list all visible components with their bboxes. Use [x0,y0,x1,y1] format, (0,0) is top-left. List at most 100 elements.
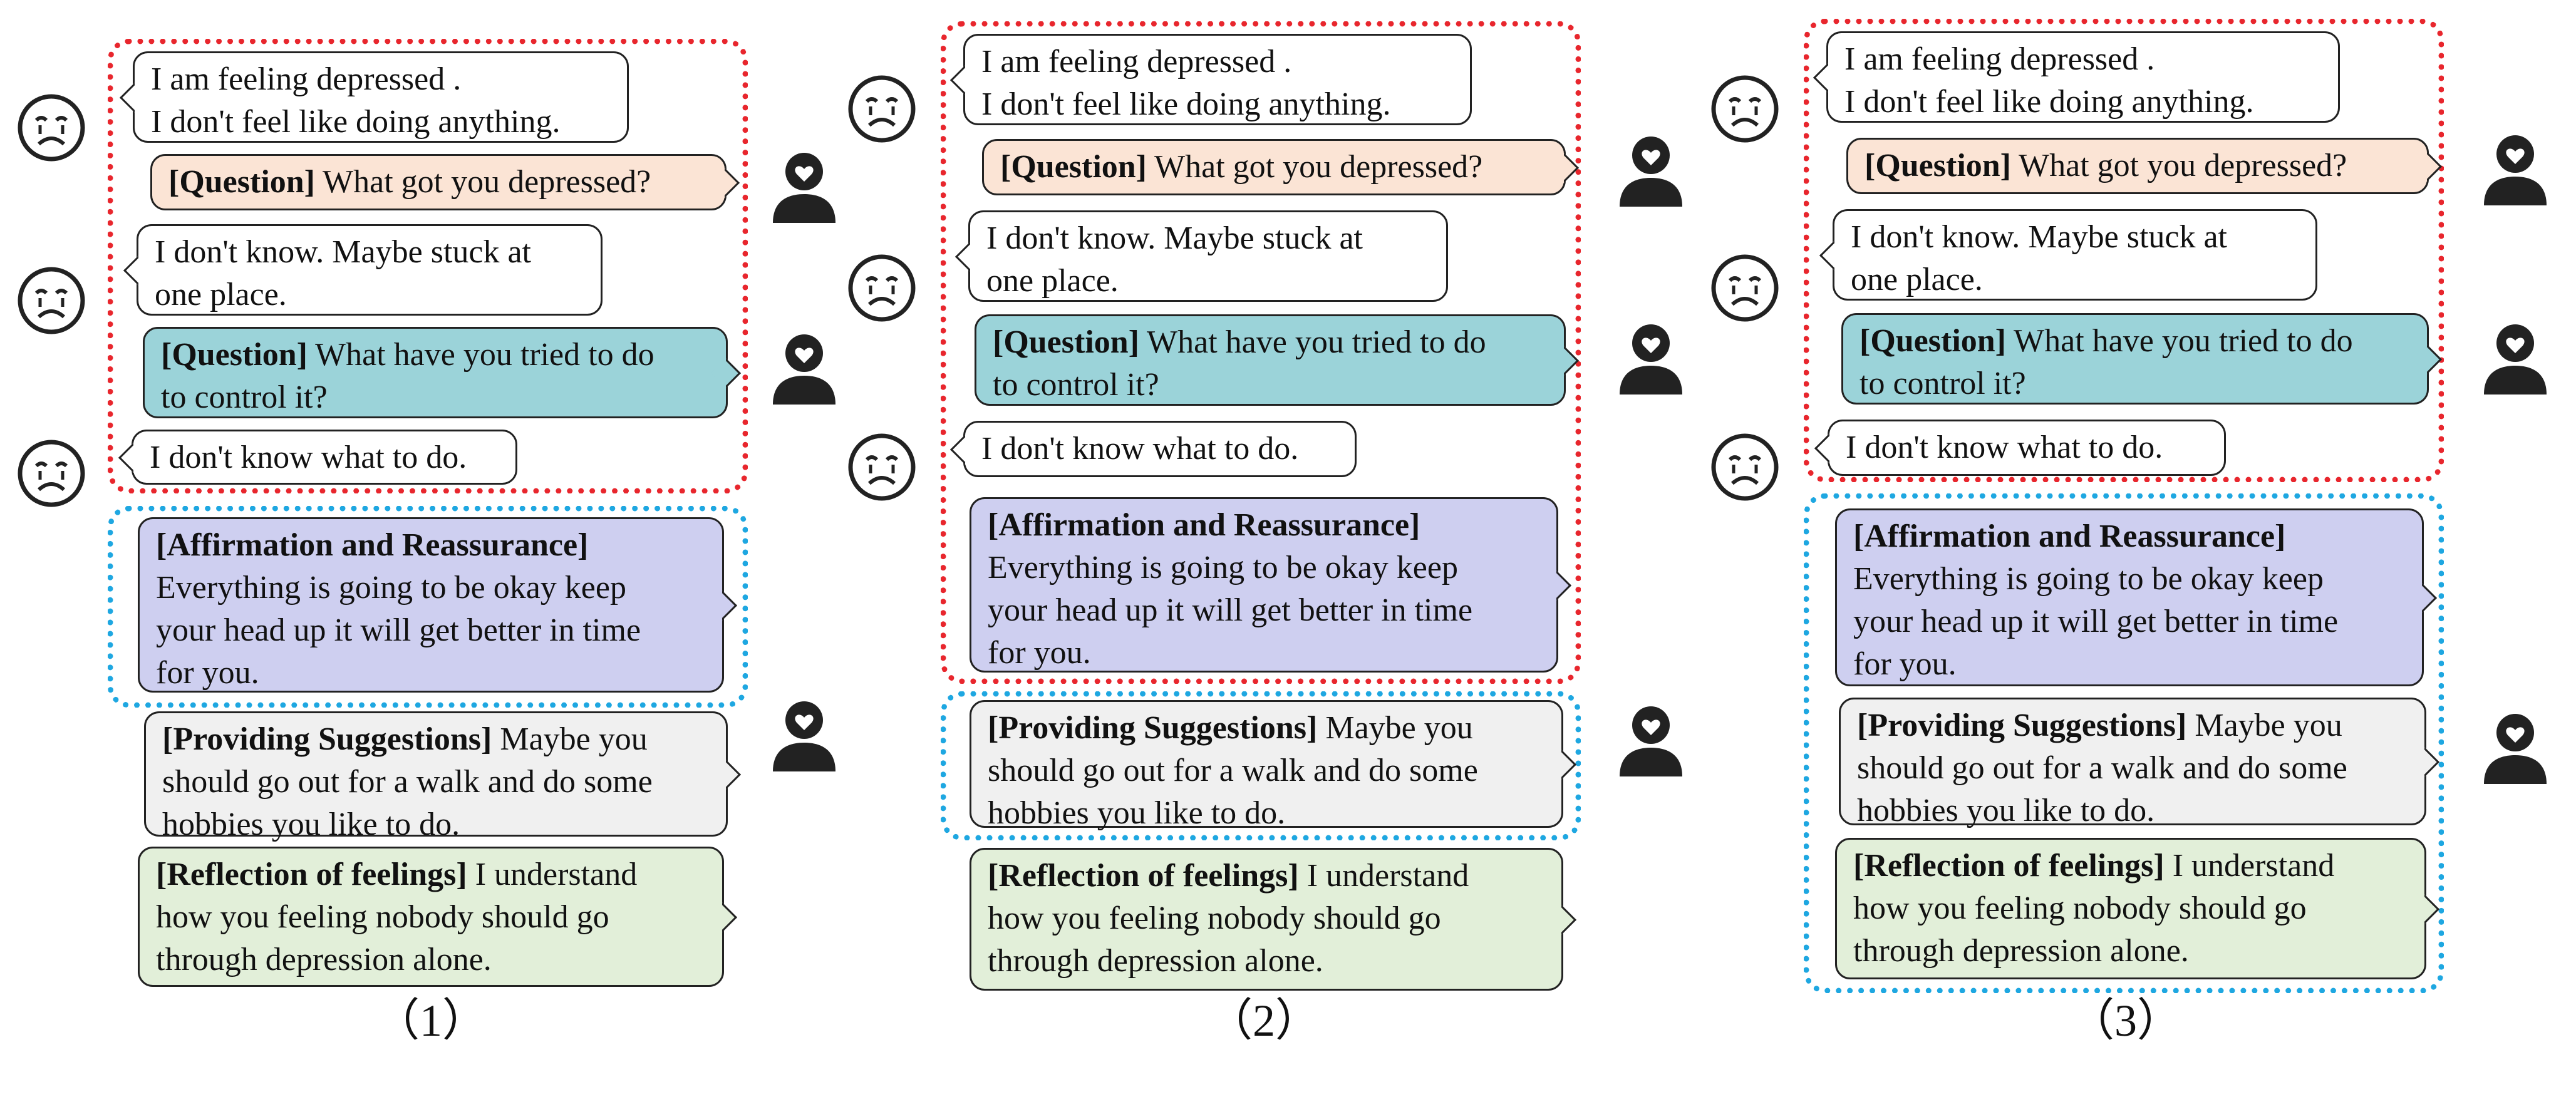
response-box [941,691,1581,840]
strategy-tag: [Question] [1000,149,1147,185]
message-line: your head up it will get better in time [988,592,1473,628]
message-line: your head up it will get better in time [1853,604,2339,639]
sad-face-icon [1711,254,1779,322]
message-line: I don't know. Maybe stuck at [986,220,1363,256]
message-line: one place. [1851,262,1983,297]
person-heart-icon [1620,324,1682,394]
message-text: I don't know what to do. [981,431,1299,467]
person-heart-icon [1620,706,1682,776]
suggestion-message: [Providing Suggestions] Maybe you should… [144,711,742,842]
panel-2: I am feeling depressed . I don't feel li… [833,0,1692,1119]
question-message: [Question] What got you depressed? [150,154,740,210]
message-text: I understand [467,857,638,892]
seeker-message: I don't know. Maybe stuck at one place. [123,224,603,316]
message-line: your head up it will get better in time [156,612,641,648]
reflection-message: [Reflection of feelings] I understand ho… [138,847,738,987]
sad-face-icon [18,94,85,162]
bubble-tail [706,902,738,933]
message-line: hobbies you like to do. [1857,793,2155,828]
strategy-tag: [Reflection of feelings] [1853,848,2165,884]
message-text: What have you tried to do [1139,324,1486,360]
message-line: for you. [988,635,1091,671]
person-heart-icon [773,153,835,223]
message-text: I understand [2164,848,2335,884]
seeker-message: I am feeling depressed . I don't feel li… [1813,31,2340,123]
person-heart-icon [2484,135,2547,205]
affirmation-message: [Affirmation and Reassurance] Everything… [1835,508,2438,686]
question-message: [Question] What have you tried to do to … [1841,313,2443,405]
panel-caption: （2） [1207,996,1320,1046]
strategy-tag: [Providing Suggestions] [162,721,492,757]
person-heart-icon [2484,324,2547,394]
bubble-tail [710,759,742,790]
person-heart-icon [773,334,835,405]
message-line: one place. [986,263,1119,299]
person-heart-icon [1620,137,1682,207]
sad-face-icon [848,254,916,322]
bubble-tail [1546,904,1577,936]
message-text: I don't know what to do. [150,440,467,475]
sad-face-icon [18,267,85,334]
seeker-message: I am feeling depressed . I don't feel li… [949,34,1472,125]
question-message: [Question] What got you depressed? [982,139,1580,195]
person-heart-icon [773,701,835,771]
sad-face-icon [848,75,916,143]
message-line: through depression alone. [988,943,1323,979]
affirmation-message: [Affirmation and Reassurance] Everything… [138,517,738,693]
message-line: through depression alone. [1853,933,2189,969]
reflection-message: [Reflection of feelings] I understand ho… [1835,838,2440,979]
strategy-tag: [Affirmation and Reassurance] [1853,518,2286,554]
message-text: I understand [1298,858,1469,894]
reflection-message: [Reflection of feelings] I understand ho… [970,848,1577,991]
sad-face-icon [1711,75,1779,143]
strategy-tag: [Question] [161,337,308,373]
message-line: I am feeling depressed . [1844,41,2155,77]
seeker-message: I don't know what to do. [1814,420,2226,476]
message-line: one place. [155,277,287,312]
message-line: Everything is going to be okay keep [156,570,626,606]
panel-1: I am feeling depressed . I don't feel li… [0,0,859,1119]
message-line: Everything is going to be okay keep [1853,561,2324,597]
message-line: I don't feel like doing anything. [151,104,561,140]
message-line: I don't know. Maybe stuck at [1851,219,2227,255]
message-line: I don't know. Maybe stuck at [155,234,531,270]
context-box [1804,19,2444,482]
question-message: [Question] What have you tried to do to … [975,314,1580,406]
seeker-message: I don't know what to do. [118,430,517,485]
sad-face-icon [1711,433,1779,501]
message-text: What have you tried to do [2006,323,2353,359]
message-line: should go out for a walk and do some [988,753,1478,788]
question-message: [Question] What have you tried to do to … [143,327,742,418]
strategy-tag: [Providing Suggestions] [1857,708,2187,743]
panel-caption: （1） [374,996,487,1046]
sad-face-icon [848,433,916,501]
message-line: for you. [1853,646,1957,682]
response-box [1804,493,2444,993]
panel-caption: （3） [2069,996,2182,1046]
message-line: through depression alone. [156,942,492,977]
message-line: to control it? [161,379,328,415]
person-heart-icon [2484,714,2547,784]
strategy-tag: [Question] [168,164,315,200]
message-line: I am feeling depressed . [151,61,462,97]
message-line: I am feeling depressed . [981,44,1292,80]
seeker-message: I don't know. Maybe stuck at one place. [1819,209,2317,301]
question-message: [Question] What got you depressed? [1846,138,2443,194]
message-line: to control it? [993,367,1159,403]
message-line: how you feeling nobody should go [988,900,1441,936]
panel-3: I am feeling depressed . I don't feel li… [1696,0,2555,1119]
seeker-message: I don't know. Maybe stuck at one place. [954,210,1448,302]
strategy-tag: [Reflection of feelings] [988,858,1299,894]
message-line: Everything is going to be okay keep [988,550,1458,585]
strategy-tag: [Question] [993,324,1139,360]
message-line: I don't feel like doing anything. [981,86,1391,122]
message-line: for you. [156,655,259,691]
suggestion-message: [Providing Suggestions] Maybe you should… [970,700,1577,831]
message-line: to control it? [1860,366,2026,401]
message-line: I don't feel like doing anything. [1844,84,2254,120]
strategy-tag: [Question] [1865,148,2011,183]
seeker-message: I don't know what to do. [949,421,1357,477]
message-text: What got you depressed? [2011,148,2347,183]
suggestion-message: [Providing Suggestions] Maybe you should… [1839,698,2440,828]
message-line: how you feeling nobody should go [156,899,609,935]
